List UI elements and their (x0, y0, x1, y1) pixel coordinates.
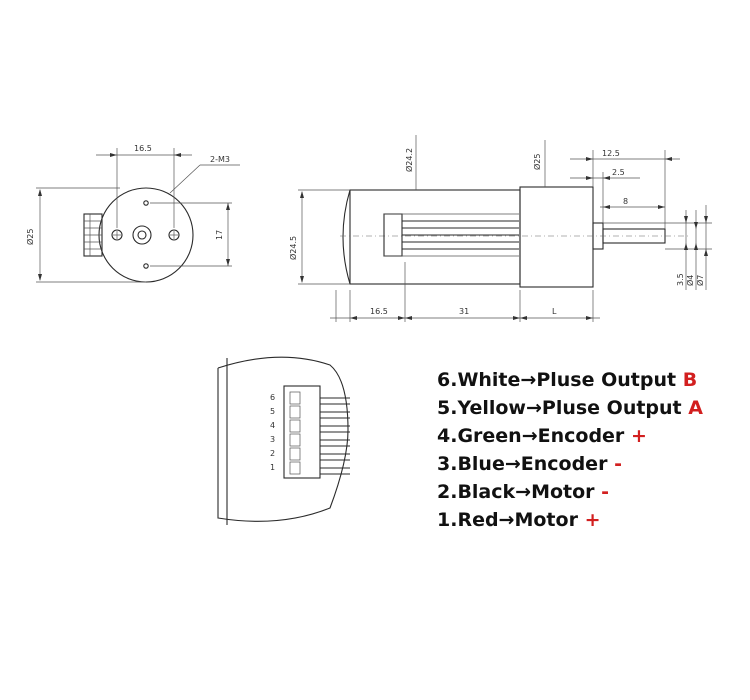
pin-number-2: 2 (270, 449, 275, 458)
legend-item-green: 4.Green→Encoder + (437, 422, 703, 450)
legend-sign: A (688, 397, 703, 419)
dim-d7: Ø7 (695, 275, 705, 286)
dim-d24-5: Ø24.5 (288, 236, 298, 260)
wire-legend: 6.White→Pluse Output B 5.Yellow→Pluse Ou… (437, 366, 703, 534)
legend-item-black: 2.Black→Motor - (437, 478, 703, 506)
side-view: Ø24.5 Ø24.2 Ø25 12.5 2.5 8 (288, 135, 712, 322)
dim-16-5-front: 16.5 (134, 144, 152, 153)
mount-hole-top (143, 200, 149, 206)
legend-sign: - (601, 481, 610, 503)
legend-sign: + (584, 509, 601, 531)
screw-hole-right (168, 229, 180, 241)
pin-number-1: 1 (270, 463, 275, 472)
dim-2-m3: 2-M3 (210, 155, 230, 164)
pin-number-5: 5 (270, 407, 275, 416)
legend-text: 4.Green→Encoder (437, 425, 625, 447)
legend-item-red: 1.Red→Motor + (437, 506, 703, 534)
pin-number-3: 3 (270, 435, 275, 444)
gearbox-body (519, 186, 594, 288)
front-connector (83, 213, 103, 257)
legend-text: 6.White→Pluse Output (437, 369, 677, 391)
legend-sign: + (630, 425, 647, 447)
side-connector (383, 213, 519, 257)
center-shaft-hole (132, 225, 152, 245)
legend-item-yellow: 5.Yellow→Pluse Output A (437, 394, 703, 422)
end-cap-arc (342, 189, 351, 285)
dim-8: 8 (623, 197, 628, 206)
pin-number-6: 6 (270, 393, 275, 402)
dim-3-5: 3.5 (676, 273, 685, 286)
screw-hole-left (111, 229, 123, 241)
dim-d24-2: Ø24.2 (404, 148, 414, 172)
legend-sign: - (614, 453, 622, 475)
dim-2-5: 2.5 (612, 168, 625, 177)
mount-hole-bottom (143, 263, 149, 269)
pin-number-4: 4 (270, 421, 275, 430)
connector-detail: 6 5 4 3 2 1 (217, 356, 350, 525)
legend-item-white: 6.White→Pluse Output B (437, 366, 703, 394)
dim-l: L (552, 307, 557, 316)
legend-text: 5.Yellow→Pluse Output (437, 397, 682, 419)
dim-12-5: 12.5 (602, 149, 620, 158)
motor-body (349, 189, 521, 285)
front-view: Ø25 16.5 2-M3 17 (25, 144, 240, 283)
legend-sign: B (682, 369, 698, 391)
center-shaft (137, 230, 147, 240)
dim-d4: Ø4 (685, 275, 695, 286)
legend-text: 1.Red→Motor (437, 509, 578, 531)
dim-16-5-side: 16.5 (370, 307, 388, 316)
legend-text: 3.Blue→Encoder (437, 453, 608, 475)
dim-31: 31 (459, 307, 469, 316)
dim-d25-side: Ø25 (532, 154, 542, 170)
legend-item-blue: 3.Blue→Encoder - (437, 450, 703, 478)
legend-text: 2.Black→Motor (437, 481, 595, 503)
detail-connector-block (283, 385, 321, 479)
dim-17: 17 (215, 230, 224, 240)
dim-d25-front: Ø25 (25, 229, 35, 245)
